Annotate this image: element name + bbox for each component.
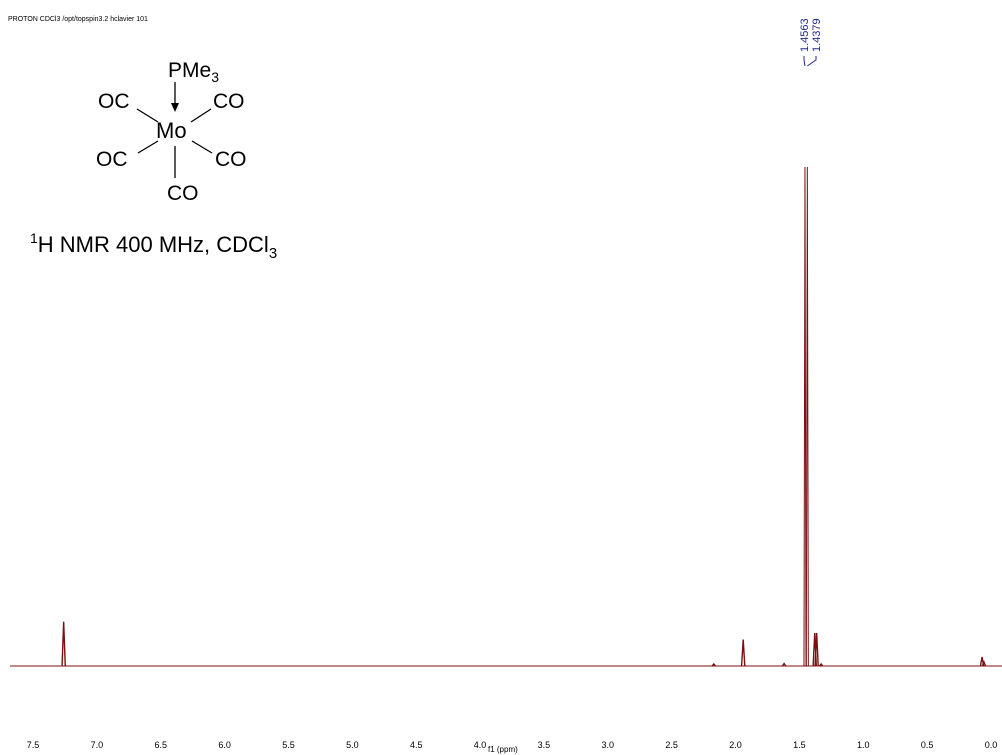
- x-tick-label: 6.0: [218, 740, 231, 750]
- ligand-lower-left: OC: [96, 148, 128, 171]
- spectrum-peaks: [61, 166, 987, 667]
- bond-upper-left: [136, 108, 159, 123]
- x-tick-label: 4.5: [410, 740, 423, 750]
- x-tick-label: 4.0: [474, 740, 487, 750]
- spectrum-peak: [803, 166, 807, 667]
- spectrum-peak: [781, 662, 787, 667]
- ligand-upper-right: CO: [213, 90, 245, 113]
- peak-shift-label: 1.4563: [799, 18, 811, 52]
- ligand-lower-right: CO: [215, 148, 247, 171]
- x-axis-ticks: 7.5 7.0 6.5 6.0 5.5 5.0 4.5 4.0 3.5 3.0 2.5 2.0 1.5 1…: [27, 740, 998, 750]
- x-tick-label: 3.0: [602, 740, 615, 750]
- spectrum-peak: [805, 166, 809, 667]
- spectrum-peak: [814, 633, 819, 667]
- peak-label-leader: [807, 56, 817, 67]
- x-tick-label: 7.5: [27, 740, 40, 750]
- peak-label-leader: [803, 56, 806, 67]
- ligand-upper-left: OC: [98, 90, 130, 113]
- spectrum-peak: [711, 662, 716, 667]
- x-tick-label: 5.0: [346, 740, 359, 750]
- spectrum-peak: [818, 662, 824, 667]
- ligand-pme3: PMe3: [168, 59, 219, 85]
- bond-lower-left: [137, 140, 159, 154]
- x-tick-label: 0.0: [985, 740, 998, 750]
- x-tick-label: 0.5: [921, 740, 934, 750]
- x-tick-label: 1.5: [793, 740, 806, 750]
- molecule-structure: PMe3 Mo OC CO OC CO CO: [96, 59, 247, 205]
- nmr-title: 1H NMR 400 MHz, CDCl3: [30, 230, 277, 262]
- x-tick-label: 2.0: [729, 740, 742, 750]
- spectrum-peak: [981, 660, 987, 667]
- x-tick-label: 2.5: [665, 740, 678, 750]
- x-axis-label: f1 (ppm): [488, 745, 518, 754]
- bond-upper-right: [190, 108, 212, 123]
- ligand-bottom: CO: [167, 182, 199, 205]
- bond-lower-right: [191, 140, 213, 154]
- spectrum-peak: [740, 639, 746, 667]
- x-tick-label: 1.0: [857, 740, 870, 750]
- x-tick-label: 3.5: [538, 740, 551, 750]
- x-tick-label: 6.5: [154, 740, 167, 750]
- metal-center: Mo: [156, 118, 187, 143]
- x-tick-label: 5.5: [282, 740, 295, 750]
- arrow-head-icon: [171, 103, 179, 112]
- peak-shift-label: 1.4379: [811, 18, 823, 52]
- x-tick-label: 7.0: [91, 740, 104, 750]
- spectrum-peak: [61, 621, 66, 667]
- spectrum-header: PROTON CDCl3 /opt/topspin3.2 hclavier 10…: [8, 16, 148, 23]
